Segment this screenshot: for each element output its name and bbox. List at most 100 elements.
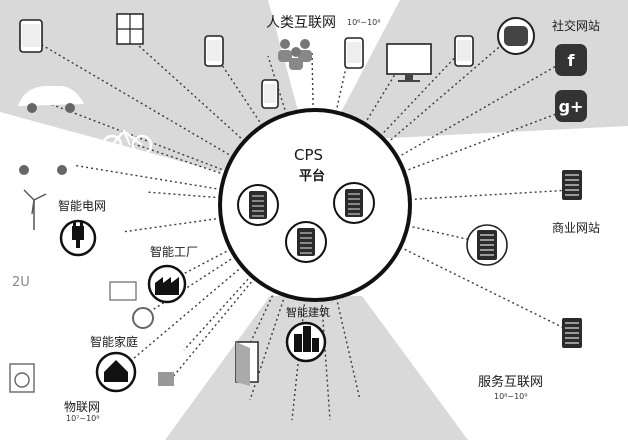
smart-home-icon [95, 351, 137, 393]
platform-tablet-left-line-3 [252, 205, 264, 207]
factory-body [155, 277, 179, 295]
smart-building-label: 智能建筑 [286, 306, 330, 319]
monitor-stand [405, 74, 413, 80]
platform-tablet-bottom [285, 221, 327, 263]
ray-1 [29, 37, 234, 158]
plug-body [72, 226, 84, 240]
door-icon [235, 341, 259, 386]
door-leaf [236, 342, 250, 386]
ray-26 [249, 294, 286, 401]
service-tablet-1-line-2 [480, 239, 494, 241]
platform-devices [237, 182, 375, 263]
wind-turbine-icon [23, 189, 47, 230]
service-tablet-2-line-1 [565, 322, 579, 324]
smart-factory-icon [147, 264, 187, 304]
smart-building-icon [285, 321, 327, 363]
service-tablet-1-line-5 [480, 254, 494, 256]
platform-tablet-right-line-5 [348, 213, 360, 215]
service-tablet-1 [466, 224, 508, 266]
phone-human-1 [204, 35, 224, 67]
car-top-body [18, 86, 84, 106]
service-tablet-1-line-3 [480, 244, 494, 246]
service-tablet-1-line-1 [480, 234, 494, 236]
ray-21 [171, 277, 256, 379]
facebook-icon-bg [555, 44, 587, 76]
iot-label: 物联网 [64, 400, 101, 414]
cps-platform [218, 108, 412, 302]
home-shape [104, 360, 128, 382]
turbine-blades [23, 189, 47, 215]
ray-24 [399, 246, 573, 333]
platform-name: CPS [294, 146, 324, 164]
washer-door [14, 372, 30, 388]
business-tablet-line-1 [565, 174, 579, 176]
phone-human-2-screen [264, 84, 276, 103]
smart-factory-label: 智能工厂 [150, 245, 199, 259]
car-mid-wheel-2 [57, 165, 67, 175]
service-tablet-1-line-4 [480, 249, 494, 251]
car-mid [10, 148, 76, 175]
platform-sub: 平台 [299, 169, 326, 184]
phone-human-1-screen [207, 40, 221, 61]
ray-6 [335, 49, 351, 113]
google-plus-icon: g+ [555, 90, 587, 122]
service-internet-scale: 10⁸~10⁹ [494, 392, 528, 401]
business-tablet [562, 170, 582, 200]
platform-tablet-left-line-1 [252, 195, 264, 197]
bicycle-icon [101, 129, 153, 156]
google-plus-icon-bg [555, 90, 587, 122]
platform-tablet-right [333, 182, 375, 224]
service-tablet-2 [562, 318, 582, 348]
people-head-1 [280, 39, 290, 49]
business-tablet-line-2 [565, 179, 579, 181]
twitter-bg [504, 26, 528, 46]
car-top-wheel-2 [65, 103, 75, 113]
platform-tablet-bottom-line-3 [300, 242, 312, 244]
ray-2 [127, 35, 245, 142]
google-plus-icon-glyph: g+ [559, 97, 584, 116]
bicycle-frame [111, 129, 143, 146]
platform-tablet-left-line-5 [252, 215, 264, 217]
car-top-wheel-1 [27, 103, 37, 113]
platform-tablet-bottom-line-5 [300, 252, 312, 254]
barrier-icon [109, 281, 137, 301]
platform-tablet-right-line-1 [348, 193, 360, 195]
service-tablet-2-line-2 [565, 327, 579, 329]
ray-28 [320, 299, 331, 421]
phone-human-2 [261, 79, 279, 109]
platform-tablet-right-line-3 [348, 203, 360, 205]
social-sites-label: 社交网站 [552, 19, 601, 33]
business-sites-label: 商业网站 [552, 221, 601, 235]
monitor-screen [386, 43, 432, 75]
service-tablet-2-line-5 [565, 342, 579, 344]
ray-19 [119, 265, 243, 371]
smart-home-label: 智能家庭 [90, 335, 139, 349]
phone-top-left [19, 19, 43, 53]
service-internet-label: 服务互联网 [478, 375, 544, 390]
human-internet-label: 人类互联网 [266, 15, 336, 31]
platform-tablet-right-line-2 [348, 198, 360, 200]
outer-devices: fg+2U [9, 13, 587, 393]
platform-tablet-left-line-2 [252, 200, 264, 202]
building-block-2 [303, 326, 311, 352]
plug-pin-2 [80, 221, 83, 227]
platform-tablet-left [237, 184, 279, 226]
people-body-3 [289, 58, 303, 70]
ray-17 [167, 248, 232, 283]
phone-top-left-screen [22, 24, 40, 47]
gear-icon [132, 307, 154, 329]
people-body-1 [278, 50, 292, 62]
car-top [18, 86, 84, 113]
ray-13 [127, 141, 226, 176]
facebook-icon: f [555, 44, 587, 76]
car-mid-body [10, 148, 76, 168]
plug-pin-1 [73, 221, 76, 227]
twitter-icon [497, 17, 535, 55]
building-block-1 [294, 334, 302, 352]
iot-scale: 10⁷~10⁹ [66, 414, 100, 423]
people-icon [278, 39, 312, 70]
platform-tablet-bottom-line-2 [300, 237, 312, 239]
business-tablet-line-5 [565, 194, 579, 196]
human-internet-scale: 10⁶~10⁸ [347, 18, 381, 27]
business-tablet-line-3 [565, 184, 579, 186]
